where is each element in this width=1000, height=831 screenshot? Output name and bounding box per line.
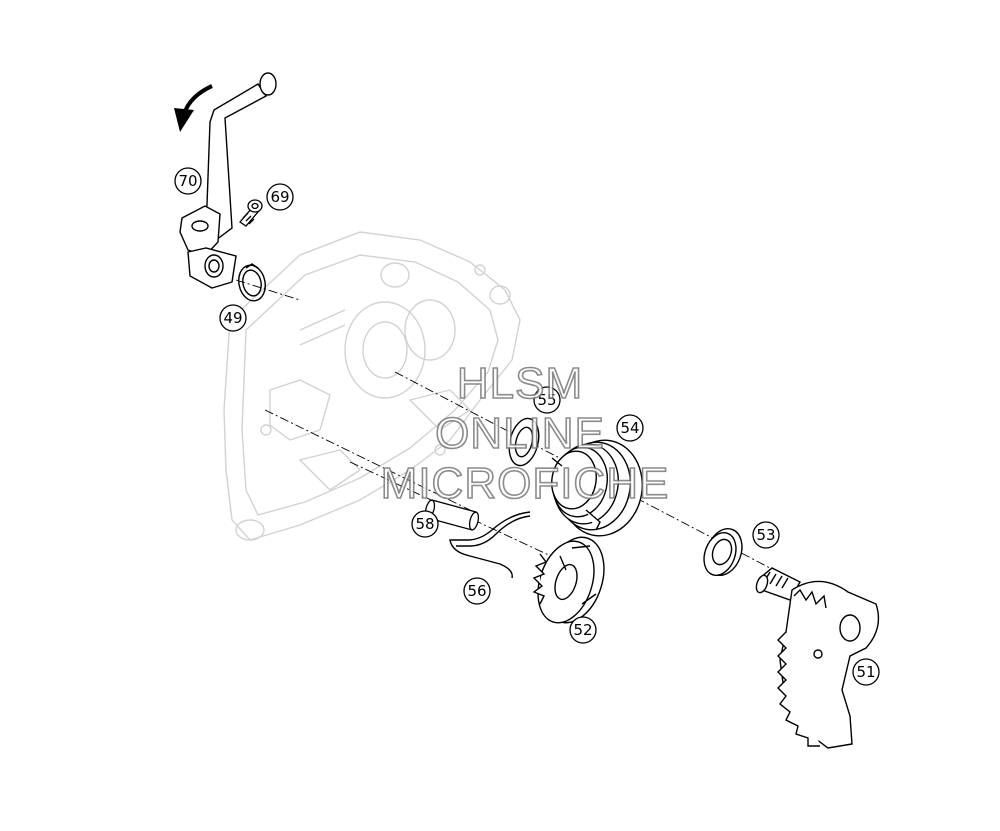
- callout-54: 54: [616, 414, 644, 442]
- callout-49: 49: [219, 304, 247, 332]
- snap-ring-part: [238, 263, 266, 302]
- bolt-part: [239, 199, 263, 227]
- spring-clip-part: [449, 511, 531, 579]
- watermark-line-2: ONLINE: [435, 409, 605, 458]
- callout-53: 53: [752, 521, 780, 549]
- watermark-line-1: HLSM: [457, 359, 583, 408]
- kick-lever-part: [179, 72, 277, 289]
- callout-69-label: 69: [270, 188, 289, 206]
- callout-55-label: 55: [537, 391, 556, 409]
- crankcase-cover-ghost: [223, 231, 521, 541]
- callout-69: 69: [266, 183, 294, 211]
- callout-51-label: 51: [856, 663, 875, 681]
- oil-seal-part: [703, 528, 743, 577]
- washer-part: [508, 417, 540, 467]
- callout-52-label: 52: [573, 621, 592, 639]
- callout-49-label: 49: [223, 309, 242, 327]
- rotation-arrow-icon: [174, 84, 213, 132]
- kick-shaft-part: [755, 567, 880, 749]
- watermark: HLSM ONLINE MICROFICHE: [380, 358, 670, 509]
- pin-part: [424, 499, 480, 531]
- callout-56: 56: [463, 577, 491, 605]
- kick-spring-part: [551, 439, 643, 537]
- callout-70: 70: [174, 167, 202, 195]
- callout-55: 55: [533, 386, 561, 414]
- callout-70-label: 70: [178, 172, 197, 190]
- callout-52: 52: [569, 616, 597, 644]
- callout-56-label: 56: [467, 582, 486, 600]
- callout-51: 51: [852, 658, 880, 686]
- callout-58-label: 58: [415, 515, 434, 533]
- watermark-line-3: MICROFICHE: [381, 459, 670, 508]
- callout-53-label: 53: [756, 526, 775, 544]
- callout-58: 58: [411, 510, 439, 538]
- ratchet-gear-part: [532, 536, 605, 624]
- callout-54-label: 54: [620, 419, 639, 437]
